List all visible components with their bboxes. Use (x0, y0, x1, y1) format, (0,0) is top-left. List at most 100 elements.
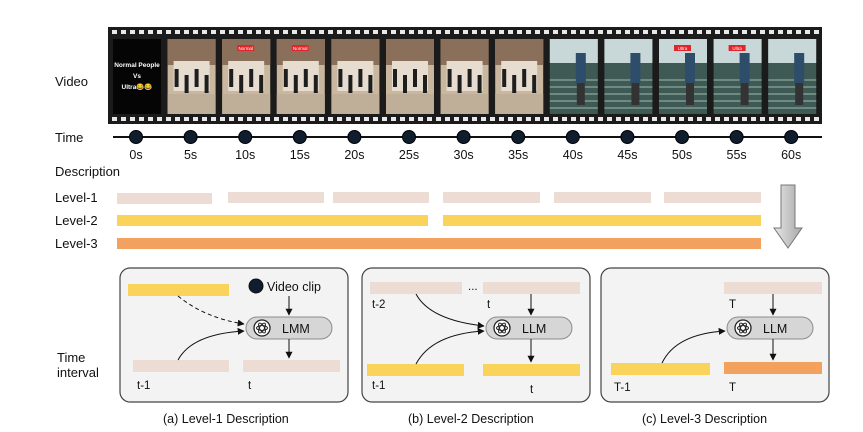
time-tick-dot (292, 130, 307, 144)
panel-b: ... t-2 t LLM t-1 t (b) Level-2 Descript… (361, 267, 591, 426)
openai-icon (734, 319, 752, 337)
sprocket-hole (769, 30, 774, 34)
sprocket-hole (616, 117, 621, 121)
time-tick-label: 5s (184, 148, 197, 162)
panel-a-prev-level1-bar (133, 360, 229, 372)
sprocket-hole (445, 117, 450, 121)
video-frame (386, 39, 434, 114)
sprocket-hole (175, 30, 180, 34)
sprocket-hole (319, 117, 324, 121)
sprocket-hole (715, 117, 720, 121)
sprocket-hole (634, 117, 639, 121)
sprocket-hole (202, 30, 207, 34)
panel-a-model-label: LMM (282, 322, 310, 336)
sprocket-hole (607, 30, 612, 34)
sprocket-hole (211, 30, 216, 34)
panel-c: T LLM T-1 T (c) Level-3 Description (600, 267, 830, 426)
sprocket-hole (382, 117, 387, 121)
sprocket-hole (427, 30, 432, 34)
sprocket-hole (175, 117, 180, 121)
sprocket-hole (364, 117, 369, 121)
sprocket-hole (148, 117, 153, 121)
sprocket-hole (220, 30, 225, 34)
sprocket-hole (535, 117, 540, 121)
sprocket-hole (274, 30, 279, 34)
sprocket-hole (202, 117, 207, 121)
sprocket-hole (238, 117, 243, 121)
sprocket-hole (805, 117, 810, 121)
time-tick-label: 35s (508, 148, 528, 162)
sprocket-hole (328, 30, 333, 34)
frame-title-text: Vs (133, 73, 141, 80)
video-frame: Normal (276, 39, 325, 114)
sprocket-hole (598, 117, 603, 121)
sprocket-hole (391, 117, 396, 121)
frame-badge (237, 45, 255, 51)
sprocket-hole (346, 117, 351, 121)
sprocket-hole (373, 30, 378, 34)
time-tick-dot (729, 130, 744, 144)
panel-c-label-bottom-right: T (729, 382, 736, 394)
panel-b-label-bottom-left: t-1 (372, 380, 385, 392)
sprocket-hole (589, 30, 594, 34)
sprocket-hole (121, 30, 126, 34)
panel-c-top-bar (724, 282, 822, 294)
sprocket-hole (679, 30, 684, 34)
label-time: Time (55, 130, 83, 145)
sprocket-hole (607, 117, 612, 121)
sprocket-hole (481, 117, 486, 121)
sprocket-hole (796, 117, 801, 121)
sprocket-hole (706, 117, 711, 121)
frame-badge-text: Normal (238, 46, 253, 51)
sprocket-hole (526, 30, 531, 34)
frame-badge-text: Ultra (732, 46, 742, 51)
sprocket-hole (184, 30, 189, 34)
sprocket-hole (625, 117, 630, 121)
sprocket-hole (283, 117, 288, 121)
level-3-bar (117, 238, 761, 249)
sprocket-hole (337, 30, 342, 34)
sprocket-hole (670, 117, 675, 121)
panel-c-caption: (c) Level-3 Description (642, 412, 767, 426)
sprocket-hole (751, 30, 756, 34)
sprocket-hole (130, 30, 135, 34)
label-level-3: Level-3 (55, 236, 98, 251)
sprocket-hole (787, 117, 792, 121)
sprocket-hole (562, 30, 567, 34)
openai-icon (253, 319, 271, 337)
sprocket-hole (796, 30, 801, 34)
sprocket-hole (211, 117, 216, 121)
sprocket-hole (247, 117, 252, 121)
frame-badge (291, 45, 309, 51)
sprocket-hole (436, 30, 441, 34)
panel-a-label-prev: t-1 (137, 380, 150, 392)
sprocket-hole (310, 117, 315, 121)
sprocket-hole (787, 30, 792, 34)
video-frame (549, 39, 598, 114)
panel-a-label-cur: t (248, 380, 252, 392)
video-frame (604, 39, 653, 114)
time-tick-dot (402, 130, 416, 144)
sprocket-hole (454, 117, 459, 121)
time-tick-label: 25s (399, 148, 419, 162)
time-tick-dot (347, 130, 362, 144)
sprocket-hole (292, 117, 297, 121)
time-tick-label: 55s (727, 148, 747, 162)
sprocket-hole (760, 117, 765, 121)
sprocket-hole (418, 30, 423, 34)
frame-title-text: Normal People (114, 62, 160, 69)
sprocket-hole (220, 117, 225, 121)
sprocket-hole (112, 117, 117, 121)
time-tick-dot (565, 130, 580, 144)
sprocket-hole (418, 117, 423, 121)
sprocket-hole (625, 30, 630, 34)
sprocket-hole (229, 30, 234, 34)
sprocket-hole (562, 117, 567, 121)
sprocket-hole (742, 30, 747, 34)
sprocket-hole (805, 30, 810, 34)
frame-badge (674, 45, 691, 51)
